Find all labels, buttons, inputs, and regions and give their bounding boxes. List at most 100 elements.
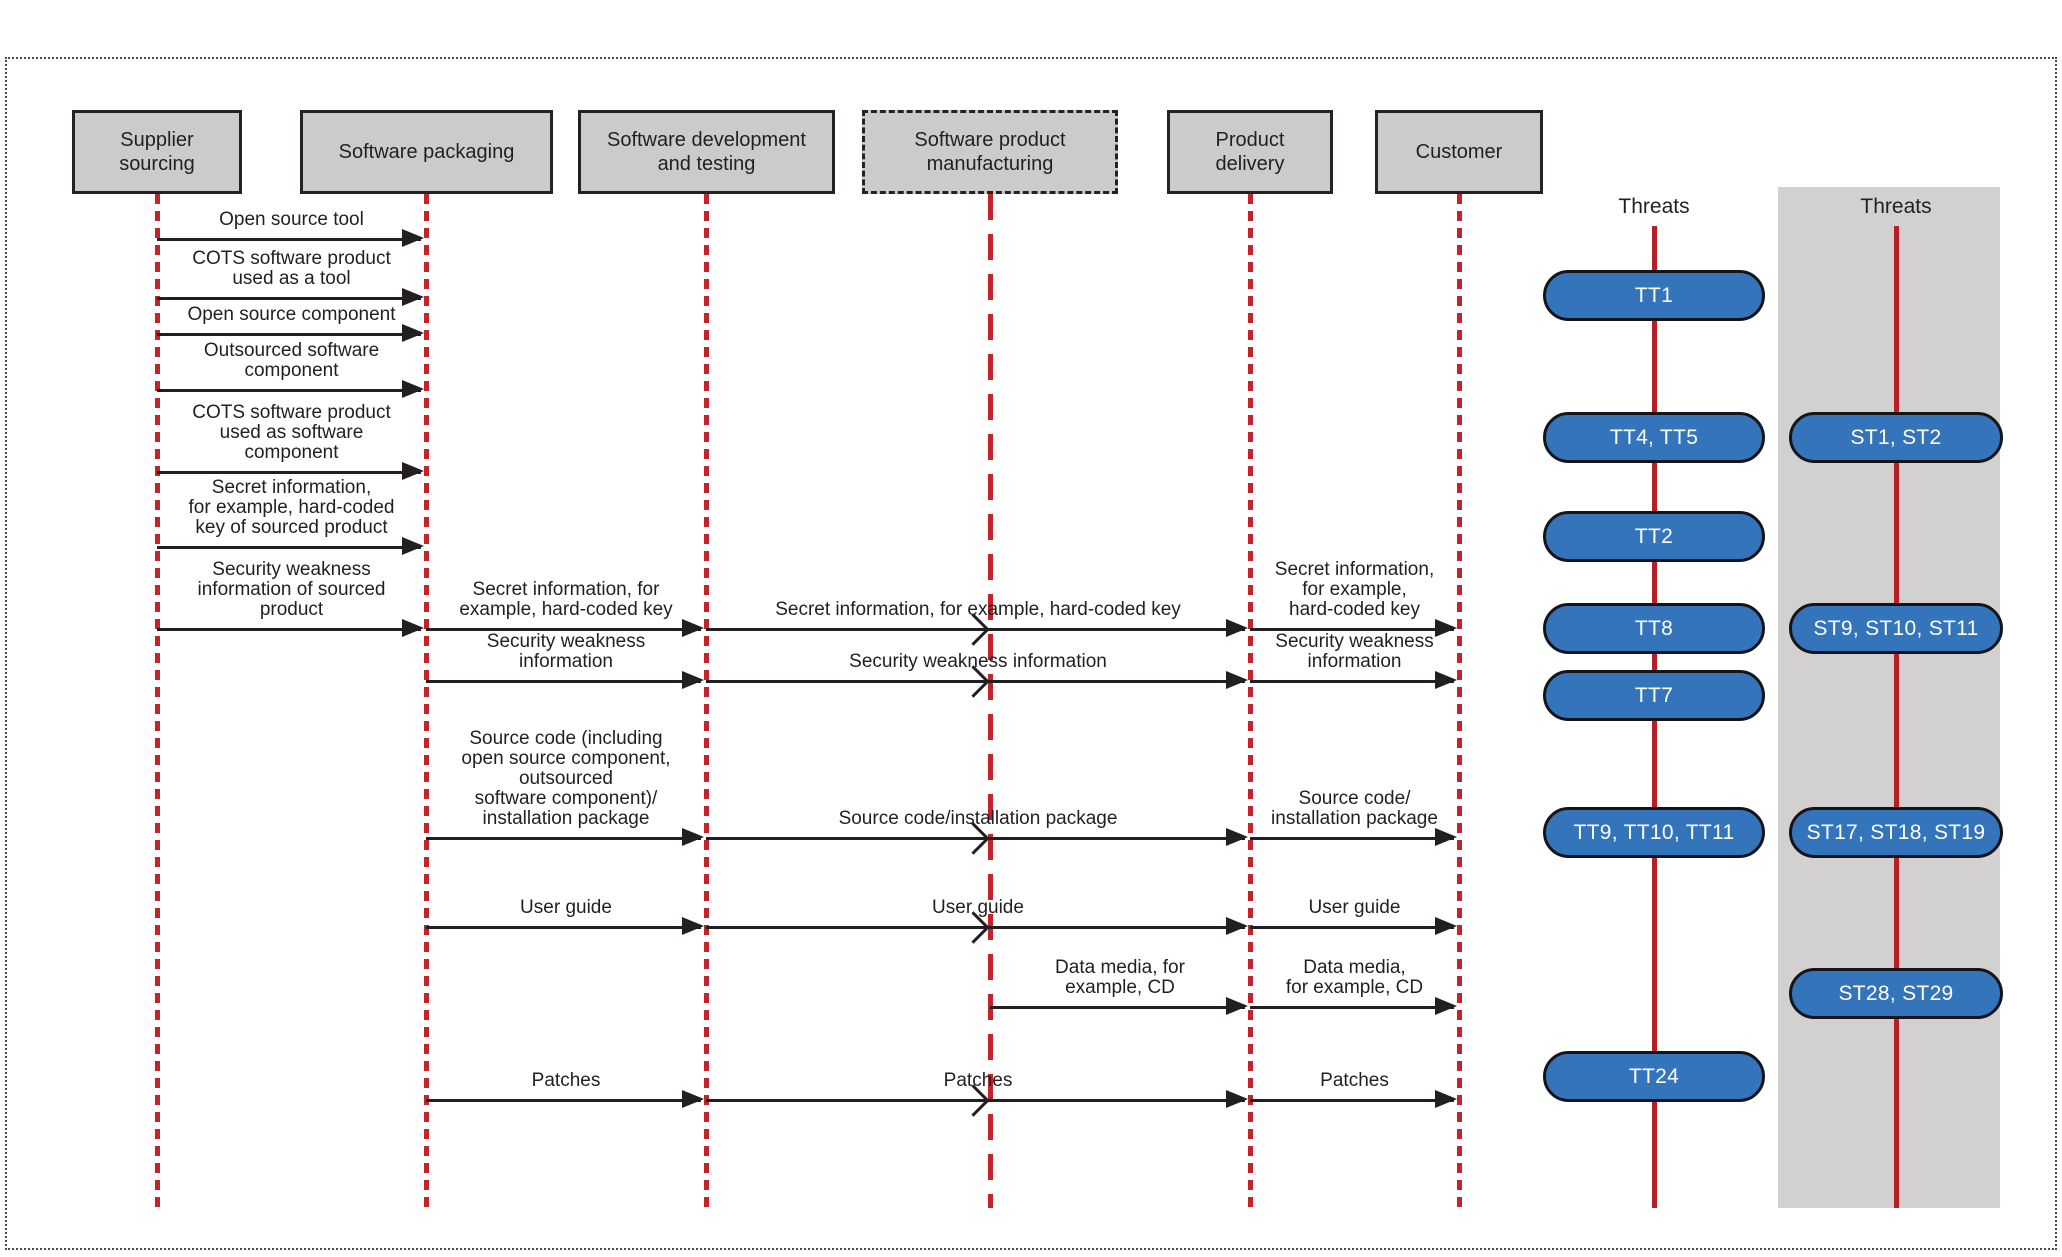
message-arrowhead — [402, 324, 424, 342]
message-label: Source code/ installation package — [1271, 788, 1438, 829]
message-arrowhead — [1226, 828, 1248, 846]
message-arrowhead — [402, 537, 424, 555]
message-label: Secret information, for example, hard-co… — [188, 477, 395, 538]
message-arrowhead — [402, 462, 424, 480]
message-arrowhead — [682, 1090, 704, 1108]
message-arrowhead — [1435, 828, 1457, 846]
actor-software-product-manufacturing: Software product manufacturing — [862, 110, 1118, 194]
message-arrowhead — [402, 229, 424, 247]
message-label: Data media, for example, CD — [1055, 957, 1185, 998]
message-arrowhead — [402, 288, 424, 306]
threat-pill: ST28, ST29 — [1789, 968, 2003, 1019]
message-arrow-line — [1250, 680, 1454, 683]
message-label: Open source component — [187, 304, 396, 325]
actor-software-packaging: Software packaging — [300, 110, 553, 194]
message-arrow-line — [426, 1099, 701, 1102]
message-label: Open source tool — [219, 209, 364, 230]
message-arrowhead — [402, 380, 424, 398]
lifeline-software-product-manufacturing — [988, 194, 993, 1208]
message-label: User guide — [932, 897, 1024, 918]
message-arrow-line — [1250, 1099, 1454, 1102]
message-label: Patches — [1320, 1070, 1389, 1091]
actor-customer: Customer — [1375, 110, 1543, 194]
message-label: Data media, for example, CD — [1285, 957, 1424, 998]
message-arrowhead — [1435, 1090, 1457, 1108]
message-label: Source code/installation package — [838, 808, 1118, 829]
threat-pill: TT7 — [1543, 670, 1765, 721]
message-arrow-line — [706, 837, 1245, 840]
message-label: Outsourced software component — [203, 340, 380, 381]
message-label: Patches — [943, 1070, 1013, 1091]
message-label: User guide — [520, 897, 612, 918]
message-arrow-line — [1250, 837, 1454, 840]
threat-panel-supply-threats — [1778, 187, 2000, 1208]
message-arrow-line — [157, 471, 421, 474]
threat-line-supply-threats — [1894, 226, 1899, 1208]
message-arrowhead — [682, 917, 704, 935]
actor-product-delivery: Product delivery — [1167, 110, 1333, 194]
lifeline-supplier-sourcing — [155, 194, 160, 1208]
message-label: Patches — [531, 1070, 601, 1091]
threat-pill: TT24 — [1543, 1051, 1765, 1102]
message-arrow-line — [706, 680, 1245, 683]
message-arrowhead — [1435, 619, 1457, 637]
message-arrowhead — [682, 671, 704, 689]
message-label: Source code (including open source compo… — [461, 728, 671, 829]
threat-pill: ST9, ST10, ST11 — [1789, 603, 2003, 654]
message-arrowhead — [1226, 997, 1248, 1015]
message-label: Security weakness information — [1275, 631, 1434, 672]
message-arrowhead — [1226, 1090, 1248, 1108]
message-arrowhead — [682, 828, 704, 846]
message-arrow-line — [1250, 926, 1454, 929]
message-arrow-line — [157, 238, 421, 241]
message-arrowhead — [1226, 619, 1248, 637]
threat-pill: TT9, TT10, TT11 — [1543, 807, 1765, 858]
message-arrow-line — [1250, 1006, 1454, 1009]
threat-pill: TT4, TT5 — [1543, 412, 1765, 463]
figure-border — [5, 57, 2057, 1250]
message-arrowhead — [1435, 997, 1457, 1015]
message-arrow-line — [1250, 628, 1454, 631]
message-arrow-line — [426, 628, 701, 631]
threat-pill: ST1, ST2 — [1789, 412, 2003, 463]
threats-heading: Threats — [1860, 195, 1932, 218]
message-arrowhead — [1226, 671, 1248, 689]
message-label: Security weakness information — [849, 651, 1107, 672]
message-arrow-line — [157, 546, 421, 549]
lifeline-software-development-and-testing — [704, 194, 709, 1208]
threats-heading: Threats — [1618, 195, 1690, 218]
threat-pill: TT1 — [1543, 270, 1765, 321]
message-arrowhead — [1435, 917, 1457, 935]
message-arrow-line — [426, 837, 701, 840]
message-label: COTS software product used as a tool — [192, 248, 391, 289]
lifeline-software-packaging — [424, 194, 429, 1208]
actor-supplier-sourcing: Supplier sourcing — [72, 110, 242, 194]
message-arrowhead — [1226, 917, 1248, 935]
lifeline-customer — [1457, 194, 1462, 1208]
message-arrow-line — [157, 389, 421, 392]
message-label: COTS software product used as software c… — [192, 402, 391, 463]
message-arrow-line — [426, 680, 701, 683]
message-arrow-line — [706, 628, 1245, 631]
message-arrowhead — [1435, 671, 1457, 689]
message-label: Security weakness information — [486, 631, 646, 672]
message-arrowhead — [682, 619, 704, 637]
threat-pill: TT2 — [1543, 511, 1765, 562]
message-label: Secret information, for example, hard-co… — [459, 579, 673, 620]
message-label: Security weakness information of sourced… — [197, 559, 386, 620]
message-arrow-line — [706, 926, 1245, 929]
threat-pill: TT8 — [1543, 603, 1765, 654]
message-arrow-line — [157, 297, 421, 300]
message-arrow-line — [157, 333, 421, 336]
message-arrow-line — [157, 628, 421, 631]
message-label: User guide — [1308, 897, 1401, 918]
lifeline-product-delivery — [1248, 194, 1253, 1208]
message-label: Secret information, for example, hard-co… — [1274, 559, 1435, 620]
message-arrowhead — [402, 619, 424, 637]
message-arrow-line — [426, 926, 701, 929]
message-arrow-line — [990, 1006, 1245, 1009]
message-arrow-line — [706, 1099, 1245, 1102]
actor-software-development-and-testing: Software development and testing — [578, 110, 835, 194]
message-label: Secret information, for example, hard-co… — [775, 599, 1181, 620]
